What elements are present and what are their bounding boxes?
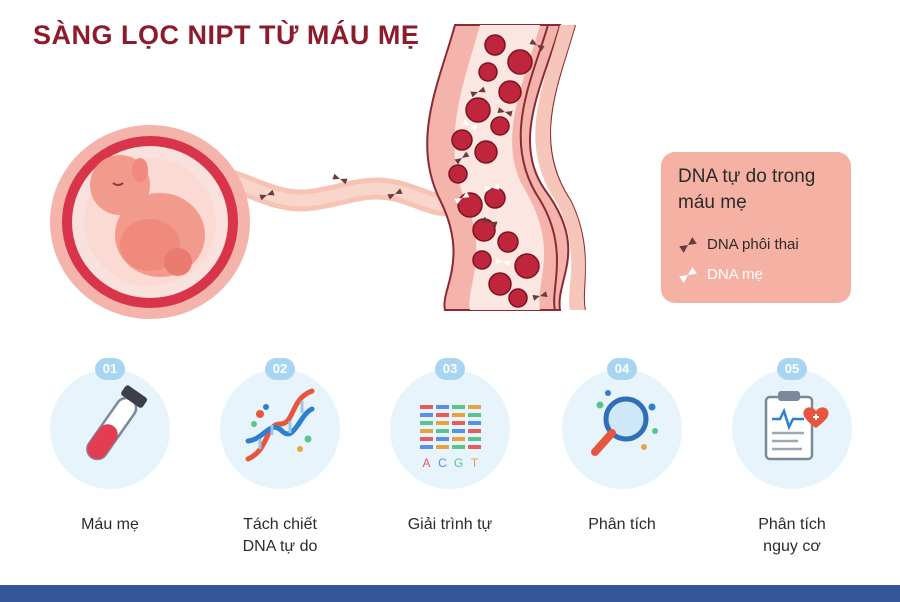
step-number: 03 (435, 358, 465, 380)
sequencing-icon: A C G T (420, 405, 481, 470)
legend-label-maternal-dna: DNA mẹ (707, 266, 763, 283)
step-circle (50, 369, 170, 489)
fetal-dna-icon (679, 236, 697, 253)
footer-bar (0, 585, 900, 602)
blood-tube-icon (86, 385, 148, 461)
base-g: G (454, 456, 463, 470)
step-number: 01 (95, 358, 125, 380)
step-number: 02 (265, 358, 295, 380)
step-circle (732, 369, 852, 489)
page-title: SÀNG LỌC NIPT TỪ MÁU MẸ (33, 20, 420, 50)
step-number: 04 (607, 358, 637, 380)
magnifier-icon (591, 390, 658, 456)
step-label: Phân tích nguy cơ (758, 516, 826, 555)
base-t: T (471, 456, 479, 470)
step-circle (220, 369, 340, 489)
step-circle (562, 369, 682, 489)
legend-item-fetal-dna: DNA phôi thai (678, 236, 799, 253)
step-label: Phân tích (588, 516, 656, 533)
fetus-figure (90, 155, 205, 277)
legend-label-fetal-dna: DNA phôi thai (707, 236, 799, 253)
dna-helix-icon (245, 388, 315, 462)
red-blood-cells (448, 34, 540, 308)
base-c: C (438, 456, 447, 470)
nipt-illustration (50, 24, 586, 319)
blood-dna-fragments (454, 38, 548, 301)
step-label: Giải trình tự (407, 516, 493, 533)
clipboard-heart-icon (764, 391, 829, 461)
step-label: Máu mẹ (81, 516, 139, 533)
base-a: A (422, 456, 430, 470)
step-number: 05 (777, 358, 807, 380)
maternal-dna-icon (679, 266, 697, 283)
legend-title: DNA tự do trong máu mẹ (678, 166, 816, 213)
step-circle: A C G T (390, 369, 510, 489)
legend-item-maternal-dna: DNA mẹ (678, 266, 763, 283)
step-label: Tách chiết DNA tự do (242, 516, 318, 555)
legend-box: DNA tự do trong máu mẹ DNA phôi thai DNA… (661, 152, 851, 303)
